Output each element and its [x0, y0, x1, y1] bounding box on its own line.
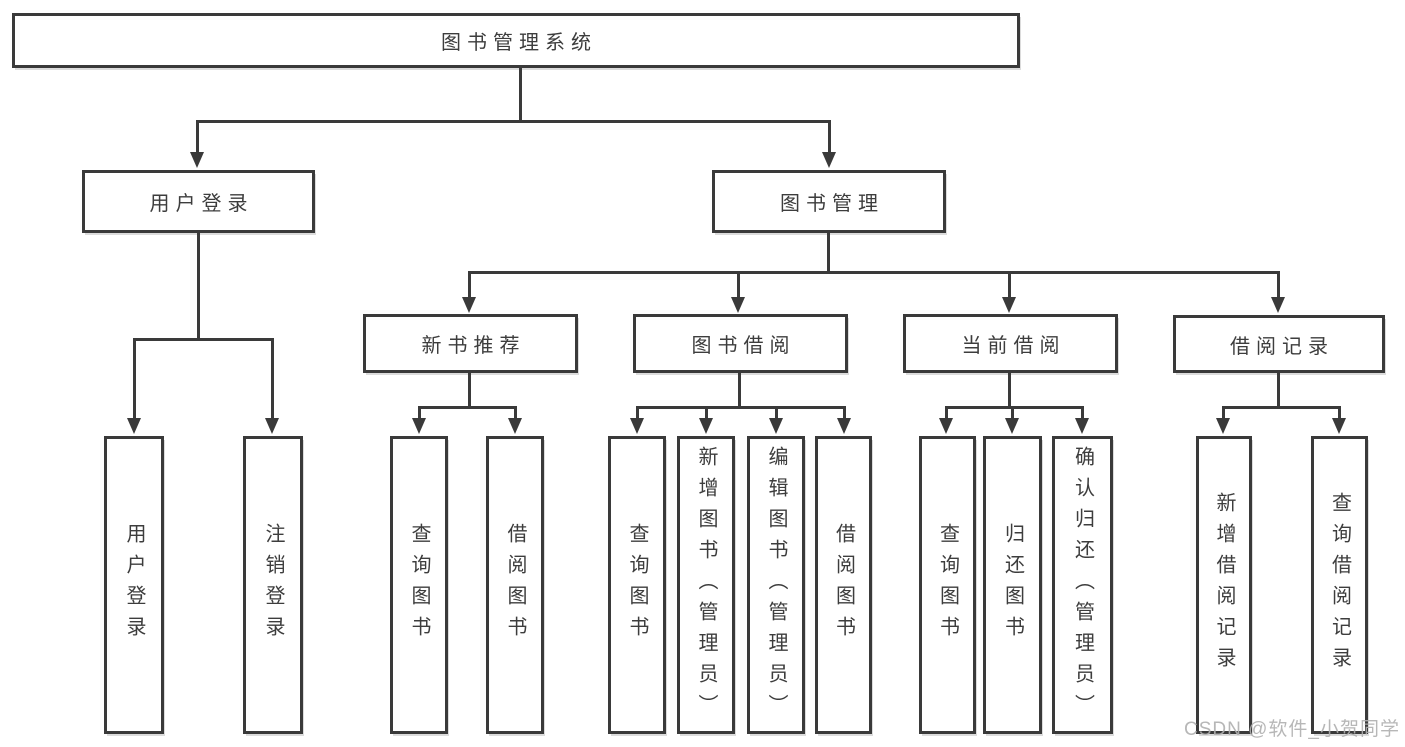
- leaf-query-borrow-record-label: 查询借阅记录: [1328, 492, 1351, 678]
- leaf-borrow-books-borrowing: 借阅图书: [815, 436, 872, 734]
- leaf-query-books-current-label: 查询图书: [936, 523, 959, 647]
- edge-current-borrowing-stem: [1008, 373, 1011, 409]
- edge-book-borrowing-stem: [738, 373, 741, 409]
- edge-to-leaf-user-login: [133, 338, 136, 420]
- leaf-user-login: 用户登录: [104, 436, 164, 734]
- leaf-borrow-books-recommend-label: 借阅图书: [504, 523, 526, 647]
- arrow-down-icon: [1005, 418, 1019, 434]
- edge-book-management-stem: [827, 233, 830, 274]
- edge-to-leaf: [418, 406, 421, 420]
- leaf-query-books-borrowing: 查询图书: [608, 436, 666, 734]
- leaf-add-book-admin-label: 新增图书（管理员）: [695, 445, 717, 725]
- edge-to-leaf: [514, 406, 517, 420]
- leaf-add-borrow-record-label: 新增借阅记录: [1213, 492, 1235, 678]
- edge-to-leaf: [1338, 406, 1341, 420]
- leaf-add-borrow-record: 新增借阅记录: [1196, 436, 1252, 734]
- edge-to-leaf: [636, 406, 639, 420]
- edge-to-book-borrowing: [737, 271, 740, 299]
- edge-to-leaf: [1011, 406, 1014, 420]
- edge-to-leaf: [945, 406, 948, 420]
- arrow-down-icon: [1002, 297, 1016, 313]
- arrow-down-icon: [822, 152, 836, 168]
- arrow-down-icon: [769, 418, 783, 434]
- leaf-logout-label: 注销登录: [262, 523, 284, 647]
- node-borrowing-records: 借阅记录: [1173, 315, 1385, 373]
- leaf-borrow-books-borrowing-label: 借阅图书: [832, 523, 855, 647]
- leaf-edit-book-admin-label: 编辑图书（管理员）: [765, 445, 787, 725]
- node-borrowing-records-label: 借阅记录: [1230, 335, 1334, 358]
- leaf-borrow-books-recommend: 借阅图书: [486, 436, 544, 734]
- edge-user-login-stem: [197, 233, 200, 341]
- edge-to-borrowing-records: [1277, 271, 1280, 299]
- edge-to-current-borrowing: [1008, 271, 1011, 299]
- edge-to-leaf-logout: [271, 338, 274, 420]
- leaf-query-books-current: 查询图书: [919, 436, 976, 734]
- node-book-borrowing-label: 图书借阅: [691, 335, 796, 357]
- arrow-down-icon: [190, 152, 204, 168]
- node-user-login-label: 用户登录: [149, 193, 254, 215]
- edge-to-leaf: [705, 406, 708, 420]
- arrow-down-icon: [939, 418, 953, 434]
- leaf-query-borrow-record: 查询借阅记录: [1311, 436, 1368, 734]
- arrow-down-icon: [837, 418, 851, 434]
- leaf-confirm-return-admin-label: 确认归还（管理员）: [1071, 445, 1094, 725]
- leaf-edit-book-admin: 编辑图书（管理员）: [747, 436, 805, 734]
- edge-to-leaf: [775, 406, 778, 420]
- edge-to-leaf: [1222, 406, 1225, 420]
- node-book-management-label: 图书管理: [780, 193, 884, 215]
- edge-to-leaf: [1081, 406, 1084, 420]
- arrow-down-icon: [265, 418, 279, 434]
- edge-fork-new-book-recommend: [418, 406, 517, 409]
- arrow-down-icon: [731, 297, 745, 313]
- arrow-down-icon: [462, 297, 476, 313]
- edge-fork-sections: [468, 271, 1280, 274]
- edge-fork-borrowing-records: [1222, 406, 1341, 409]
- arrow-down-icon: [699, 418, 713, 434]
- edge-to-user-login: [196, 120, 199, 154]
- arrow-down-icon: [1216, 418, 1230, 434]
- node-current-borrowing-label: 当前借阅: [961, 335, 1066, 357]
- edge-fork-user-login: [133, 338, 274, 341]
- edge-to-book-management: [828, 120, 831, 154]
- node-library-system-label: 图书管理系统: [441, 32, 597, 54]
- edge-fork-book-borrowing: [636, 406, 846, 409]
- arrow-down-icon: [127, 418, 141, 434]
- leaf-confirm-return-admin: 确认归还（管理员）: [1052, 436, 1113, 734]
- arrow-down-icon: [508, 418, 522, 434]
- arrow-down-icon: [1332, 418, 1346, 434]
- leaf-query-books-recommend-label: 查询图书: [408, 523, 430, 647]
- edge-root-stem: [519, 68, 522, 123]
- edge-to-new-book-recommend: [468, 271, 471, 299]
- edge-fork-level2: [196, 120, 831, 123]
- node-new-book-recommend: 新书推荐: [363, 314, 578, 373]
- arrow-down-icon: [1271, 297, 1285, 313]
- edge-borrowing-records-stem: [1277, 373, 1280, 409]
- edge-fork-current-borrowing: [945, 406, 1084, 409]
- node-book-management: 图书管理: [712, 170, 946, 233]
- csdn-watermark: CSDN @软件_小贺同学: [1184, 719, 1400, 740]
- leaf-return-book-label: 归还图书: [1001, 523, 1024, 647]
- arrow-down-icon: [630, 418, 644, 434]
- leaf-return-book: 归还图书: [983, 436, 1042, 734]
- node-new-book-recommend-label: 新书推荐: [421, 335, 526, 357]
- leaf-logout: 注销登录: [243, 436, 303, 734]
- leaf-query-books-recommend: 查询图书: [390, 436, 448, 734]
- node-library-system: 图书管理系统: [12, 13, 1020, 68]
- leaf-user-login-label: 用户登录: [123, 523, 145, 647]
- arrow-down-icon: [1075, 418, 1089, 434]
- arrow-down-icon: [412, 418, 426, 434]
- edge-new-book-recommend-stem: [468, 373, 471, 409]
- node-current-borrowing: 当前借阅: [903, 314, 1118, 373]
- leaf-query-books-borrowing-label: 查询图书: [626, 523, 648, 647]
- leaf-add-book-admin: 新增图书（管理员）: [677, 436, 735, 734]
- node-user-login: 用户登录: [82, 170, 315, 233]
- edge-to-leaf: [843, 406, 846, 420]
- node-book-borrowing: 图书借阅: [633, 314, 848, 373]
